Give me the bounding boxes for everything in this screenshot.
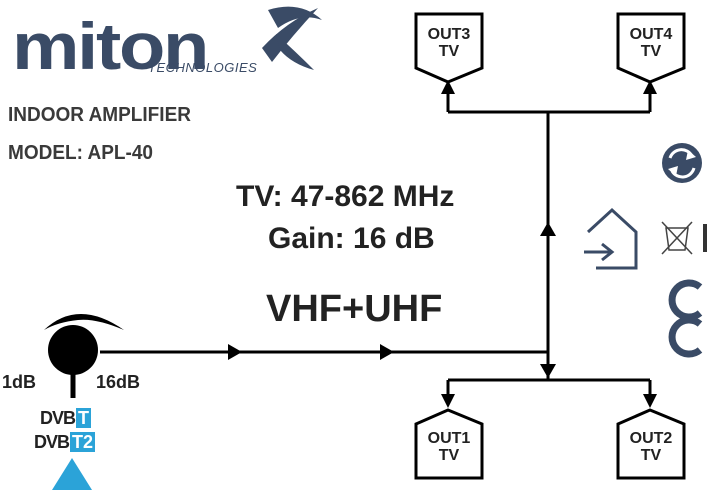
- out3-box: [414, 12, 484, 84]
- dvb-standard-t2: T2: [70, 432, 96, 452]
- output-name: OUT2: [629, 430, 673, 447]
- recycle-icon: [662, 143, 702, 183]
- output-type: TV: [640, 43, 662, 60]
- output-out1: OUT1 TV: [416, 430, 482, 464]
- output-name: OUT4: [629, 26, 673, 43]
- knob-min-label: 1dB: [2, 372, 37, 392]
- output-type: TV: [438, 447, 460, 464]
- output-out4: OUT4 TV: [618, 26, 684, 60]
- out1-box: [414, 408, 484, 480]
- dvb-prefix: DVB: [40, 408, 76, 428]
- brand-subtitle: TECHNOLOGIES: [148, 60, 258, 75]
- antenna-input-triangle-icon: [52, 458, 92, 490]
- input-arrow-1: [228, 344, 242, 360]
- junction-arrow-down: [540, 364, 556, 378]
- knob-max-label: 16dB: [96, 372, 141, 392]
- product-type: INDOOR AMPLIFIER: [8, 104, 191, 126]
- out4-arrow: [643, 80, 657, 94]
- spec-bands: VHF+UHF: [266, 288, 443, 330]
- dvb-prefix: DVB: [34, 432, 70, 452]
- output-name: OUT3: [427, 26, 471, 43]
- output-type: TV: [640, 447, 662, 464]
- brand-name: miton: [12, 9, 209, 83]
- indoor-use-icon: [584, 207, 638, 270]
- output-out3: OUT3 TV: [416, 26, 482, 60]
- out2-box: [616, 408, 686, 480]
- product-model: MODEL: APL-40: [8, 142, 153, 164]
- output-type: TV: [438, 43, 460, 60]
- output-name: OUT1: [427, 430, 471, 447]
- out1-arrow: [441, 394, 455, 408]
- gain-knob-icon: [44, 314, 124, 398]
- weee-icon: [661, 221, 707, 255]
- brand-swoosh-icon: [262, 6, 322, 70]
- dvb-standard-t: T: [76, 408, 92, 428]
- out4-box: [616, 12, 686, 84]
- ce-mark-icon: [668, 279, 703, 358]
- input-arrow-2: [380, 344, 394, 360]
- out2-arrow: [643, 394, 657, 408]
- trunk-arrow: [540, 222, 556, 236]
- spec-frequency: TV: 47-862 MHz: [236, 180, 455, 213]
- spec-gain: Gain: 16 dB: [268, 222, 435, 255]
- out3-arrow: [441, 80, 455, 94]
- output-out2: OUT2 TV: [618, 430, 684, 464]
